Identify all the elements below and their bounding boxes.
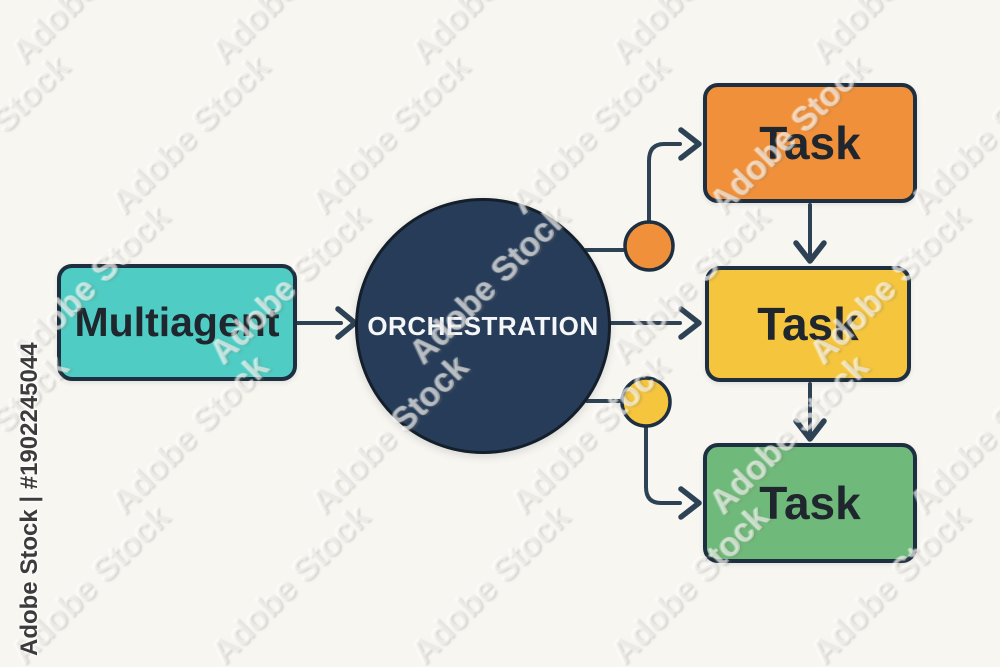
orchestration-label: ORCHESTRATION <box>367 310 599 341</box>
task-1-label: Task <box>759 117 861 169</box>
task-node-2: Task <box>705 266 911 382</box>
branch-dot-orange <box>623 220 675 272</box>
arrowhead-to-task-1 <box>678 127 702 161</box>
arrowhead-task-2-to-task-3 <box>793 418 827 442</box>
connector-dot-1-to-task-1 <box>647 142 682 223</box>
orchestration-node: ORCHESTRATION <box>355 198 611 454</box>
connector-dot-2-to-task-3 <box>644 425 682 505</box>
branch-dot-yellow <box>620 376 672 428</box>
task-3-label: Task <box>759 477 861 529</box>
multiagent-label: Multiagent <box>74 299 280 345</box>
arrowhead-to-task-2 <box>678 306 702 340</box>
task-node-3: Task <box>703 443 917 563</box>
multiagent-node: Multiagent <box>57 264 297 381</box>
task-node-1: Task <box>703 83 917 203</box>
task-2-label: Task <box>757 298 859 350</box>
arrowhead-to-task-3 <box>678 486 702 520</box>
arrowhead-task-1-to-task-2 <box>793 240 827 264</box>
